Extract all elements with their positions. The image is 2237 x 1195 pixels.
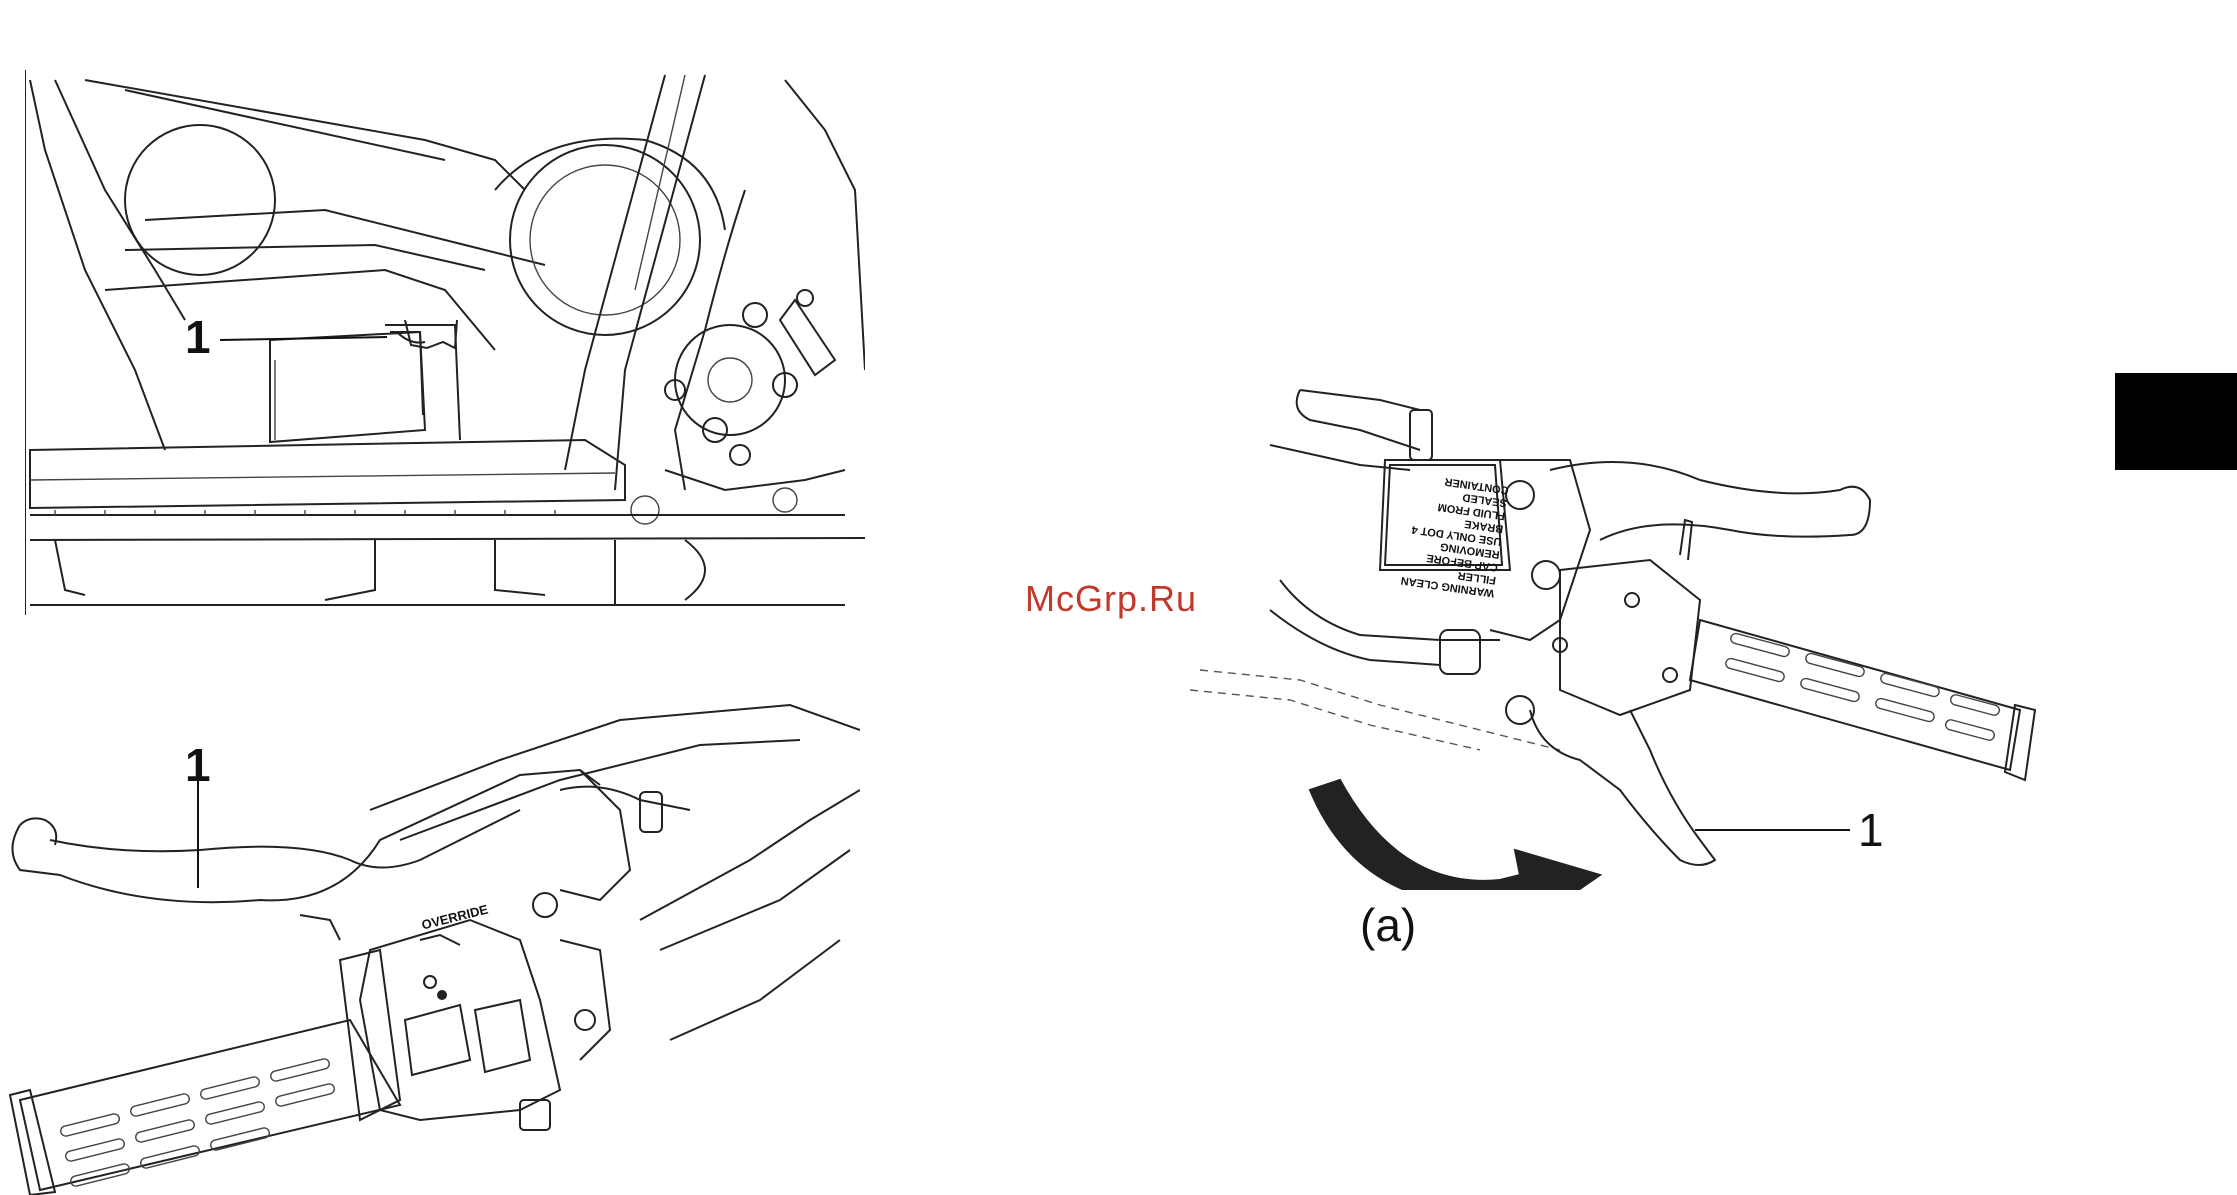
frame-illustration: [25, 70, 865, 615]
top-callout-1: 1: [185, 310, 211, 364]
section-tab: [2115, 373, 2237, 470]
bottom-callout-1: 1: [185, 738, 211, 792]
left-handlebar-illustration: [0, 700, 860, 1195]
watermark: McGrp.Ru: [1025, 578, 1197, 620]
reservoir-label: WARNING CLEAN FILLER CAP BEFORE REMOVING…: [1384, 468, 1509, 599]
right-handlebar-illustration: [1180, 370, 2040, 890]
right-callout-1: 1: [1858, 803, 1884, 857]
figure-caption-a: (a): [1360, 898, 1416, 952]
